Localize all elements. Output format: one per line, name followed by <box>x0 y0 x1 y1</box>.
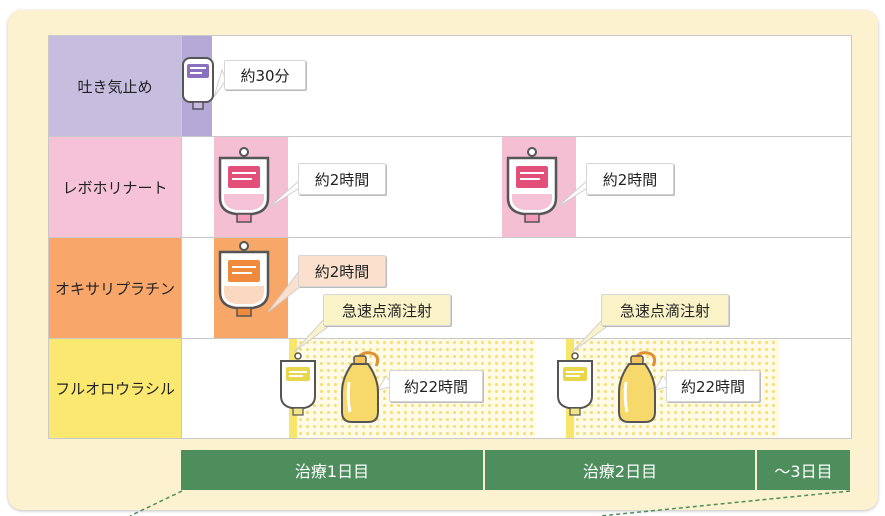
iv-bag-icon <box>218 241 270 317</box>
row-divider <box>49 338 851 339</box>
fu-rapid-callout-day2: 急速点滴注射 <box>601 294 729 326</box>
levo-duration-callout-day1: 約2時間 <box>298 163 386 195</box>
fu-duration-callout-day1: 約22時間 <box>389 370 483 402</box>
row-label-levofolinate: レボホリナート <box>49 137 182 237</box>
day-2-label: 治療2日目 <box>485 450 755 490</box>
row-label-fluorouracil: フルオロウラシル <box>49 339 182 438</box>
levo-duration-callout-day2: 約2時間 <box>586 163 674 195</box>
infusion-bottle-icon <box>618 351 657 423</box>
row-divider <box>49 136 851 137</box>
oxali-duration-callout: 約2時間 <box>298 255 386 287</box>
iv-bag-icon <box>182 57 214 110</box>
iv-bag-icon <box>280 352 316 416</box>
day-1-label: 治療1日目 <box>181 450 483 490</box>
infusion-bottle-icon <box>341 351 380 423</box>
day-3-label: 〜3日目 <box>757 450 850 490</box>
fu-rapid-callout-day1: 急速点滴注射 <box>323 294 451 326</box>
row-label-antiemetic: 吐き気止め <box>49 36 182 136</box>
fu-duration-callout-day2: 約22時間 <box>666 370 760 402</box>
iv-bag-icon <box>218 147 270 223</box>
iv-bag-icon <box>506 147 558 223</box>
row-label-oxaliplatin: オキサリプラチン <box>49 238 182 338</box>
antiemetic-duration-callout: 約30分 <box>224 60 306 90</box>
iv-bag-icon <box>557 352 593 416</box>
row-divider <box>49 237 851 238</box>
